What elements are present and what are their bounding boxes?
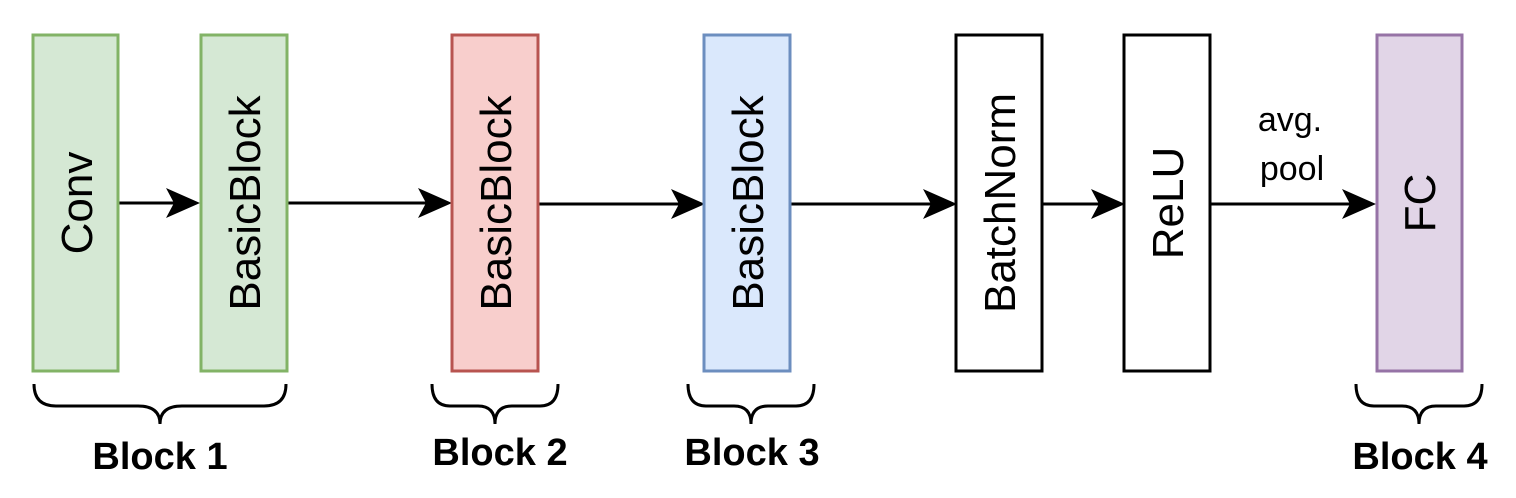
node-basicblock-1: BasicBlock xyxy=(199,33,289,373)
edge-basicblock-3-to-batchnorm xyxy=(790,189,957,219)
node-basicblock-3: BasicBlock xyxy=(702,33,792,373)
node-fc: FC xyxy=(1375,33,1464,373)
node-conv: Conv xyxy=(31,33,120,373)
groups: Block 1 Block 2 Block 3 Block 4 xyxy=(32,383,1488,478)
edge-label-avg: avg. xyxy=(1258,101,1322,139)
edges: avg. pool xyxy=(118,101,1376,219)
node-relu-box xyxy=(1122,33,1212,373)
node-basicblock-2: BasicBlock xyxy=(450,33,540,373)
group-block-4-label: Block 4 xyxy=(1352,436,1487,478)
group-block-3: Block 3 xyxy=(684,383,820,474)
node-conv-label: Conv xyxy=(53,152,102,255)
group-block-2: Block 2 xyxy=(430,383,568,474)
node-batchnorm: BatchNorm xyxy=(954,33,1044,373)
edge-basicblock-1-to-basicblock-2 xyxy=(287,188,452,218)
group-block-1-label: Block 1 xyxy=(92,436,227,478)
node-basicblock-3-box xyxy=(702,33,792,373)
node-basicblock-1-label: BasicBlock xyxy=(221,94,270,310)
node-conv-box xyxy=(31,33,120,373)
node-batchnorm-label: BatchNorm xyxy=(976,93,1025,313)
edge-label-pool: pool xyxy=(1260,150,1324,188)
group-block-1: Block 1 xyxy=(32,383,288,478)
node-fc-box xyxy=(1375,33,1464,373)
node-relu-label: ReLU xyxy=(1144,147,1193,260)
group-block-2-label: Block 2 xyxy=(432,432,567,474)
group-block-1-brace xyxy=(32,383,288,425)
node-basicblock-2-label: BasicBlock xyxy=(472,94,521,310)
node-fc-label: FC xyxy=(1396,174,1445,233)
edge-conv-to-basicblock-1 xyxy=(118,188,200,218)
node-basicblock-2-box xyxy=(450,33,540,373)
group-block-3-label: Block 3 xyxy=(684,432,819,474)
group-block-2-brace xyxy=(430,383,560,425)
edge-relu-to-fc: avg. pool xyxy=(1210,101,1376,219)
edge-batchnorm-to-relu xyxy=(1042,189,1125,219)
node-basicblock-3-label: BasicBlock xyxy=(724,94,773,310)
nodes: Conv BasicBlock BasicBlock BasicBlock Ba… xyxy=(31,33,1464,373)
group-block-3-brace xyxy=(686,383,816,425)
group-block-4: Block 4 xyxy=(1352,383,1488,478)
node-batchnorm-box xyxy=(954,33,1044,373)
node-basicblock-1-box xyxy=(199,33,289,373)
group-block-4-brace xyxy=(1354,383,1484,425)
edge-basicblock-2-to-basicblock-3 xyxy=(538,189,705,219)
node-relu: ReLU xyxy=(1122,33,1212,373)
